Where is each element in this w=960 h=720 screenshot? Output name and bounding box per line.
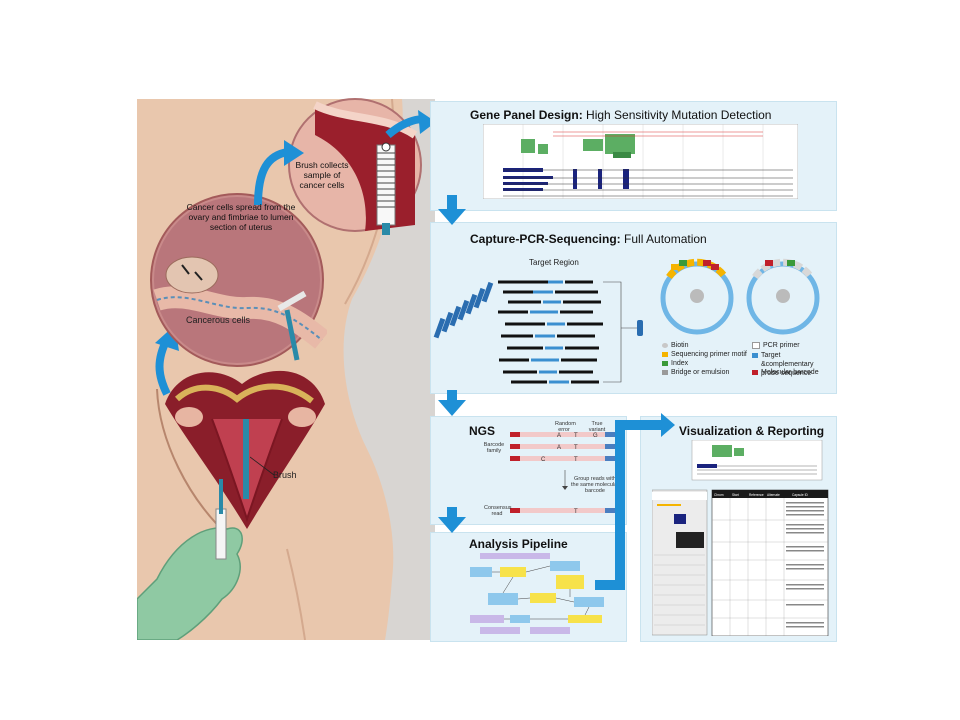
pipeline-flowchart <box>470 553 604 634</box>
group-reads-label: Group reads with the same molecular barc… <box>571 476 619 494</box>
analysis-pipeline-panel <box>430 532 627 642</box>
legend-index: Index <box>662 360 688 367</box>
visualization-title: Visualization & Reporting <box>679 424 825 438</box>
flow-arrows-right <box>438 195 675 590</box>
legend-sequencing-primer: Sequencing primer motif <box>662 351 747 358</box>
flow-arrows-left <box>254 110 436 206</box>
brush-caption: Brush collects sample of cancer cells <box>295 160 349 190</box>
base-6: C <box>541 457 546 463</box>
ngs-reads-diagram: A T G A T C T T <box>510 432 615 515</box>
base-3: G <box>593 433 598 439</box>
capture-probes-diagram <box>433 280 643 384</box>
cancerous-cells-label: Cancerous cells <box>186 315 251 325</box>
legend-molecular-barcode: Molecular barcode <box>752 369 819 376</box>
table-header-reference: Reference <box>749 493 764 497</box>
analysis-title: Analysis Pipeline <box>469 537 568 551</box>
table-header-chrom: Chrom <box>714 493 724 497</box>
capture-title: Capture-PCR-Sequencing: Full Automation <box>470 232 707 246</box>
base-7: T <box>574 457 578 463</box>
report-screenshots: Chrom Start Reference Alternate Capsule … <box>652 440 829 636</box>
table-header-start: Start <box>732 493 739 497</box>
circular-constructs <box>660 258 820 335</box>
table-header-capsule-id: Capsule ID <box>792 493 808 497</box>
base-1: A <box>557 433 561 439</box>
base-2: T <box>574 433 578 439</box>
capture-pcr-panel <box>430 222 837 394</box>
legend-biotin: Biotin <box>662 342 689 349</box>
brush-pointer-line <box>250 456 275 476</box>
base-8: T <box>574 509 578 515</box>
spread-circle <box>150 193 327 367</box>
true-variant-label: True variant <box>588 421 606 433</box>
legend-target-probe: Target &complementary probe sequence <box>752 351 832 378</box>
brush-label: Brush <box>273 470 297 480</box>
table-header-alternate: Alternate <box>767 493 780 497</box>
spread-caption: Cancer cells spread from the ovary and f… <box>186 202 296 232</box>
base-5: T <box>574 445 578 451</box>
target-region-label: Target Region <box>529 258 579 267</box>
gene-panel-title: Gene Panel Design: High Sensitivity Muta… <box>470 108 772 122</box>
legend-bridge: Bridge or emulsion <box>662 369 729 376</box>
ngs-title: NGS <box>469 424 496 438</box>
barcode-family-label: Barcode family <box>483 442 505 454</box>
random-error-label: Random error <box>555 421 576 433</box>
consensus-read-label: Consensus read <box>484 505 512 517</box>
base-4: A <box>557 445 561 451</box>
genome-browser-thumbnail <box>483 124 798 199</box>
legend-pcr-primer: PCR primer <box>752 342 800 349</box>
